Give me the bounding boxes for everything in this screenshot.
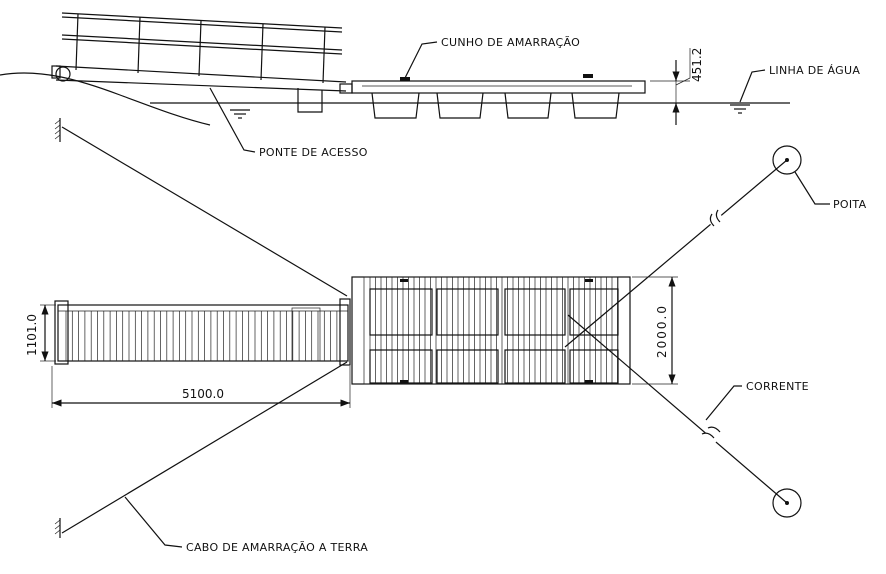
shore-cable: [61, 126, 348, 297]
shore-cable: [61, 361, 348, 534]
wheel-icon: [55, 66, 71, 82]
shore-cable-label: Cabo de amarração a terra: [186, 541, 368, 554]
cleat-icon: [400, 77, 410, 81]
bridge-width-dimension: 1101.0: [25, 304, 56, 362]
waterline-label: Linha de água: [769, 64, 860, 77]
bridge-width-value: 1101.0: [25, 314, 39, 356]
cleat-label: Cunho de amarração: [441, 36, 580, 49]
bridge-label: Ponte de acesso: [259, 146, 368, 159]
mooring-weight-icon: [772, 488, 802, 518]
bridge-length-value: 5100.0: [182, 387, 224, 401]
cleat-icon: [583, 74, 593, 78]
freeboard-value: 451.2: [690, 48, 704, 82]
pontoon-width-dimension: 2000.0: [632, 276, 678, 385]
access-bridge-elevation: [51, 12, 353, 113]
pontoon-plan: [351, 276, 631, 385]
freeboard-dimension: 451.2: [650, 48, 704, 125]
mooring-weight-label: Poita: [833, 198, 867, 211]
cleat-leader: [404, 41, 438, 79]
bridge-length-dimension: 5100.0: [51, 366, 351, 408]
chain: [564, 159, 788, 348]
ground-profile: [0, 72, 211, 126]
anchor-hatch-icon: [54, 118, 61, 538]
pontoon-elevation: [351, 74, 646, 119]
access-bridge-plan: [54, 298, 351, 366]
plan-view: 1101.0 5100.0 2000.0 Poita Corrente Cabo…: [25, 118, 867, 554]
chain: [567, 314, 788, 504]
water-symbol-icon: [230, 104, 750, 119]
break-symbol-icon: [700, 209, 727, 448]
pontoon-width-value: 2000.0: [655, 304, 669, 358]
chain-label: Corrente: [746, 380, 809, 393]
mooring-weight-icon: [772, 145, 802, 175]
elevation-view: 451.2 Cunho de amarração Linha de água P…: [0, 12, 860, 159]
